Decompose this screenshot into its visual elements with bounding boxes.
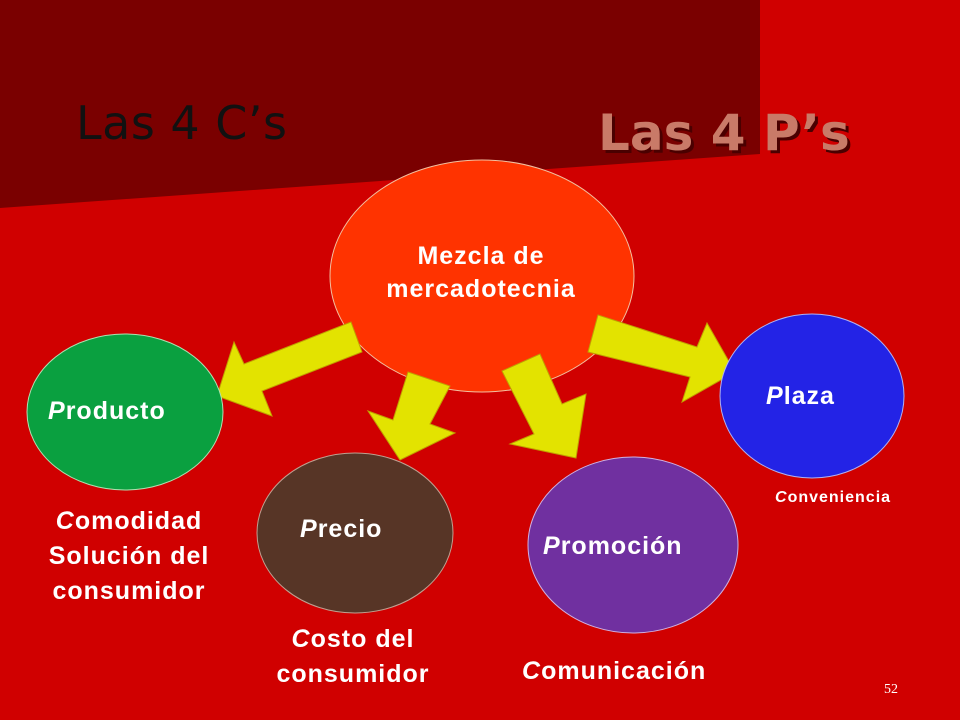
label-costo-line2: consumidor: [276, 660, 430, 688]
label-comodidad-line3: consumidor: [52, 577, 206, 605]
arrow-to-promocion: [501, 353, 587, 459]
background-band: [0, 0, 760, 208]
label-promocion: Promoción: [543, 532, 683, 561]
label-producto: Producto: [48, 397, 166, 426]
title-4ps: Las 4 P’s: [598, 104, 850, 162]
center-ellipse: [329, 159, 635, 393]
label-comodidad-line2: Solución del: [48, 542, 210, 570]
label-promocion-rest: romoción: [560, 532, 683, 560]
arrow-to-precio: [366, 371, 457, 461]
label-comodidad-initial: C: [55, 507, 75, 535]
label-costo-line1: Costo del: [240, 622, 466, 657]
page-number: 52: [884, 682, 898, 697]
label-plaza-rest: laza: [783, 382, 835, 410]
label-producto-initial: P: [48, 397, 66, 425]
node-promocion: [527, 456, 739, 634]
label-producto-rest: roducto: [65, 397, 166, 425]
label-comunicacion-rest: omunicación: [541, 657, 707, 685]
label-comodidad-line1: Comodidad: [16, 504, 242, 539]
title-4cs: Las 4 C’s: [76, 96, 288, 150]
arrow-to-plaza: [587, 314, 736, 404]
center-label: Mezcla de mercadotecnia: [346, 240, 616, 306]
label-costo: Costo del consumidor: [240, 622, 466, 692]
label-comunicacion: Comunicación: [522, 654, 706, 689]
label-costo-line1-rest: osto del: [310, 625, 415, 653]
label-precio-initial: P: [300, 515, 318, 543]
label-comodidad: Comodidad Solución del consumidor: [16, 504, 242, 609]
node-precio: [256, 452, 454, 614]
node-plaza: [719, 313, 905, 479]
label-conveniencia-initial: C: [775, 489, 788, 506]
label-promocion-initial: P: [543, 532, 561, 560]
arrow-to-producto: [216, 321, 363, 417]
label-plaza-initial: P: [766, 382, 784, 410]
center-label-line1: Mezcla de: [417, 242, 545, 270]
label-conveniencia-rest: onveniencia: [787, 489, 892, 506]
node-producto: [26, 333, 224, 491]
label-precio-rest: recio: [317, 515, 383, 543]
label-conveniencia: Conveniencia: [775, 489, 891, 507]
label-comunicacion-initial: C: [522, 657, 542, 685]
center-label-line2: mercadotecnia: [386, 275, 576, 303]
label-precio: Precio: [300, 515, 382, 544]
label-costo-initial: C: [291, 625, 311, 653]
label-plaza: Plaza: [766, 382, 835, 411]
label-comodidad-line1-rest: omodidad: [74, 507, 203, 535]
